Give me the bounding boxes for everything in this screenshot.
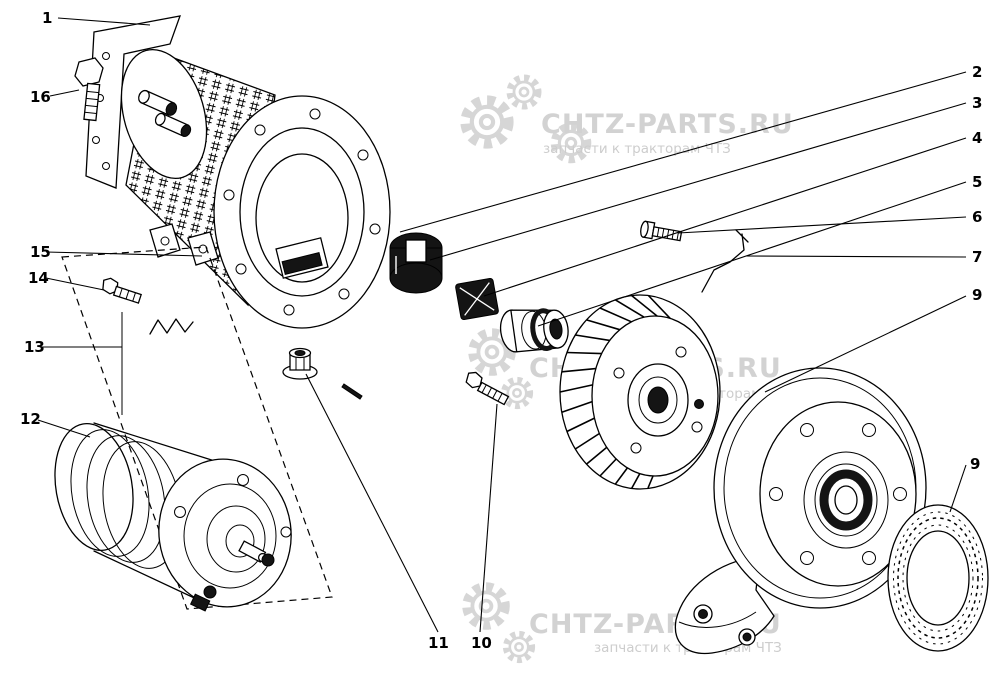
gear-icon <box>466 101 508 143</box>
drive-end-flange <box>213 95 391 329</box>
callout-6: 6 <box>972 208 982 226</box>
hex-bolt-16 <box>74 57 104 122</box>
taper-pin <box>341 383 363 400</box>
bracket-foot <box>674 555 775 655</box>
callout-4: 4 <box>972 129 982 147</box>
callout-3: 3 <box>972 94 982 112</box>
callout-1: 1 <box>42 9 52 27</box>
callout-2: 2 <box>972 63 982 81</box>
fan-blades <box>559 294 671 489</box>
callout-14: 14 <box>28 269 49 287</box>
callout-5: 5 <box>972 173 982 191</box>
callout-15: 15 <box>30 243 51 261</box>
gear-icon <box>467 587 504 624</box>
pulley-drum <box>674 367 927 655</box>
watermark-top: CHTZ-PARTS.RU запчасти к тракторам ЧТЗ <box>466 78 794 159</box>
gasket-ring <box>887 504 989 652</box>
fan-wheel <box>559 294 721 490</box>
callout-13: 13 <box>24 338 45 356</box>
callout-labels: 1 2 3 4 5 6 7 9 9 10 11 12 13 14 15 16 <box>20 9 982 652</box>
machine-screw-10 <box>465 371 510 406</box>
hex-bolt-14 <box>102 277 143 304</box>
coupling-bushing-5 <box>499 308 569 353</box>
watermark-tagline: запчасти к тракторам ЧТЗ <box>543 141 731 157</box>
callout-9-bottom: 9 <box>970 455 980 473</box>
dynamo-12 <box>54 422 292 612</box>
gear-icon <box>504 380 529 405</box>
callout-9-top: 9 <box>972 286 982 304</box>
callout-10: 10 <box>471 634 492 652</box>
callout-11: 11 <box>428 634 449 652</box>
wire-clip-7 <box>701 229 749 293</box>
rubber-coupling-block-4 <box>455 277 499 321</box>
callout-7: 7 <box>972 248 982 266</box>
set-screw-6 <box>640 220 683 242</box>
callout-16: 16 <box>30 88 51 106</box>
gear-icon <box>510 78 538 106</box>
generator-assembly <box>74 15 391 329</box>
spring-clip-13 <box>149 318 194 335</box>
callout-12: 12 <box>20 410 41 428</box>
coupling-jaw-3 <box>389 232 443 294</box>
gear-icon <box>506 634 531 659</box>
guard-outline-dashed <box>61 246 333 610</box>
watermark-brand: CHTZ-PARTS.RU <box>541 109 794 140</box>
leader-lines <box>37 17 967 633</box>
flanged-nut-11 <box>282 347 318 380</box>
terminal-studs <box>138 89 192 137</box>
